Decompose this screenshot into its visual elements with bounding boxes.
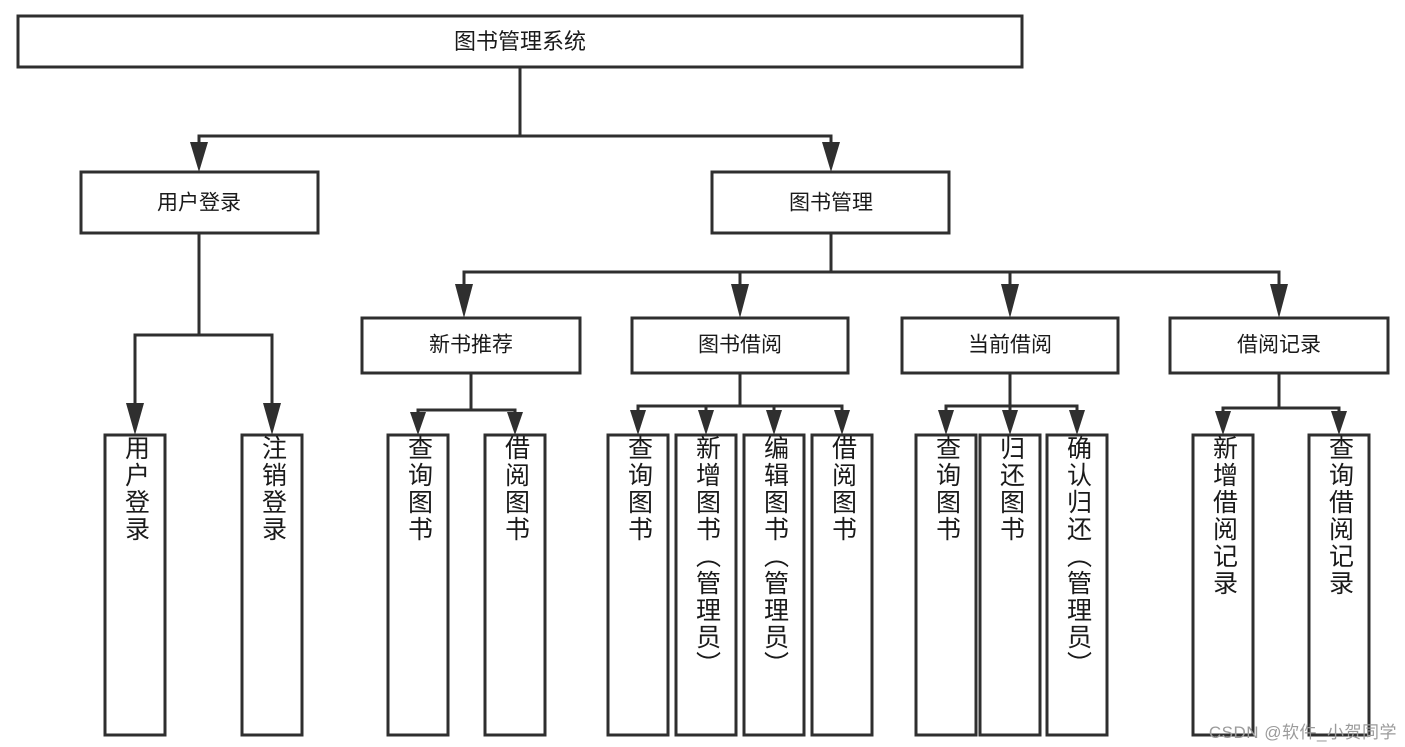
- leaf-box-cb-3[interactable]: [1045, 433, 1109, 737]
- arrow-head-borrow-record: [1270, 284, 1288, 318]
- watermark-text: CSDN @软件_小贺同学: [1208, 723, 1397, 742]
- connector-group-current-borrow: [938, 371, 1085, 435]
- leaf-box-bb-1[interactable]: [606, 433, 670, 737]
- arrow-head-leaf-nbr-1: [410, 412, 426, 435]
- leaf-box-bb-2[interactable]: [674, 433, 738, 737]
- node-book-borrow[interactable]: 图书借阅: [630, 316, 850, 375]
- arrow-head-new-book-recommend: [455, 284, 473, 318]
- node-borrow-record-label: 借阅记录: [1237, 334, 1321, 357]
- node-user-login-label: 用户登录: [157, 192, 241, 215]
- arrow-head-book-borrow: [731, 284, 749, 318]
- node-root[interactable]: 图书管理系统: [16, 14, 1024, 69]
- leaf-box-user-login-1[interactable]: [103, 433, 167, 737]
- connector-group-book-mgmt: [455, 231, 1288, 318]
- leaf-box-nbr-2[interactable]: [483, 433, 547, 737]
- arrow-head-leaf-bb-2: [698, 410, 714, 435]
- node-borrow-record-box[interactable]: [1168, 316, 1390, 375]
- arrow-head-leaf-br-2: [1331, 411, 1347, 435]
- node-book-management[interactable]: 图书管理: [710, 170, 951, 235]
- connector-group-root: [190, 65, 840, 172]
- arrow-head-leaf-cb-3: [1069, 410, 1085, 435]
- arrow-head-leaf-bb-3: [766, 410, 782, 435]
- node-user-login[interactable]: 用户登录: [79, 170, 320, 235]
- arrow-head-book-mgmt: [822, 142, 840, 172]
- leaf-box-br-1[interactable]: [1191, 433, 1255, 737]
- leaf-box-cb-2[interactable]: [978, 433, 1042, 737]
- node-root-box[interactable]: [16, 14, 1024, 69]
- arrow-head-leaf-cb-1: [938, 410, 954, 435]
- node-new-book-recommend-box[interactable]: [360, 316, 582, 375]
- node-borrow-record[interactable]: 借阅记录: [1168, 316, 1390, 375]
- arrow-head-leaf-br-1: [1215, 411, 1231, 435]
- leaf-box-cb-1[interactable]: [914, 433, 978, 737]
- node-user-login-box[interactable]: [79, 170, 320, 235]
- arrow-head-leaf-user-login-2: [263, 403, 281, 435]
- node-book-borrow-box[interactable]: [630, 316, 850, 375]
- connector-group-borrow-record: [1215, 371, 1347, 435]
- leaf-box-user-login-2[interactable]: [240, 433, 304, 737]
- connector-group-user-login: [126, 231, 281, 435]
- leaf-box-nbr-1[interactable]: [386, 433, 450, 737]
- arrow-head-leaf-bb-4: [834, 410, 850, 435]
- node-root-label: 图书管理系统: [454, 29, 586, 54]
- arrow-head-leaf-user-login-1: [126, 403, 144, 435]
- leaf-box-bb-3[interactable]: [742, 433, 806, 737]
- node-book-borrow-label: 图书借阅: [698, 334, 782, 357]
- node-book-management-label: 图书管理: [789, 192, 873, 215]
- arrow-head-leaf-cb-2: [1002, 410, 1018, 435]
- node-current-borrow-label: 当前借阅: [968, 334, 1052, 357]
- node-book-management-box[interactable]: [710, 170, 951, 235]
- connector-group-book-borrow: [630, 371, 850, 435]
- arrow-head-current-borrow: [1001, 284, 1019, 318]
- connector-group-new-book-recommend: [410, 371, 523, 435]
- leaf-box-bb-4[interactable]: [810, 433, 874, 737]
- node-new-book-recommend-label: 新书推荐: [429, 334, 513, 357]
- arrow-head-user-login: [190, 142, 208, 172]
- arrow-head-leaf-bb-1: [630, 410, 646, 435]
- node-current-borrow[interactable]: 当前借阅: [900, 316, 1120, 375]
- node-current-borrow-box[interactable]: [900, 316, 1120, 375]
- leaf-box-br-2[interactable]: [1307, 433, 1371, 737]
- node-new-book-recommend[interactable]: 新书推荐: [360, 316, 582, 375]
- arrow-head-leaf-nbr-2: [507, 412, 523, 435]
